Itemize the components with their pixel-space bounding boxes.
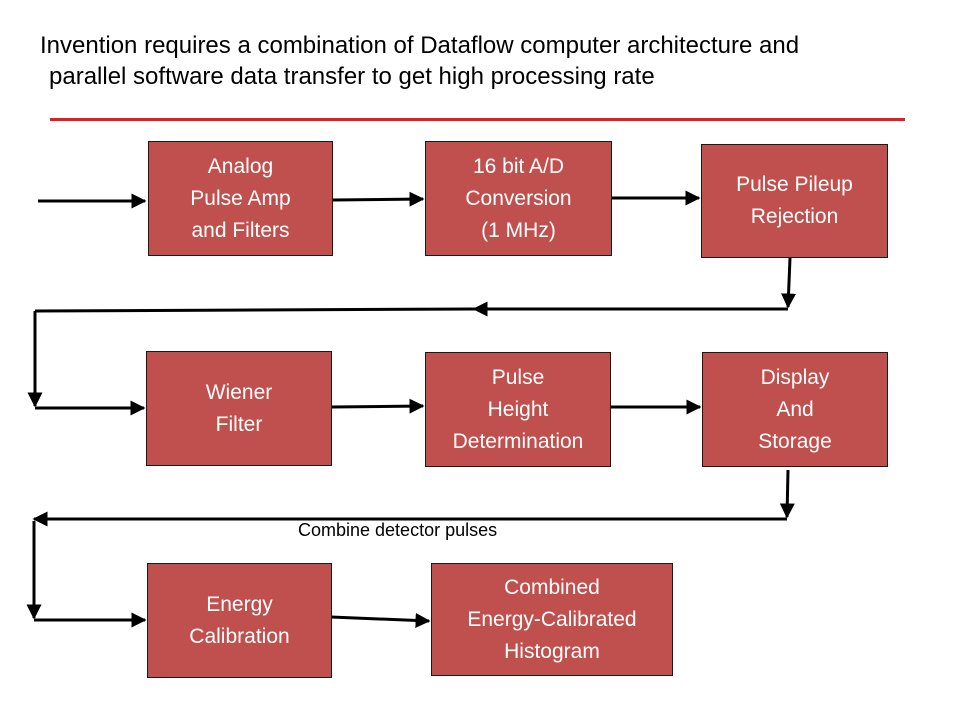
block-analog-amp: Analog Pulse Amp and Filters — [148, 141, 333, 256]
block-text: Pulse Amp — [190, 186, 291, 210]
block-text: Display — [760, 365, 830, 389]
block-text: Pulse — [491, 365, 545, 389]
block-text: Rejection — [750, 205, 839, 228]
block-text: Histogram — [504, 639, 600, 663]
line-return-1b — [34, 307, 475, 313]
block-text: Combined — [504, 575, 600, 599]
arrow-energy-to-histogram — [330, 612, 431, 628]
arrow-wiener-to-height — [331, 398, 425, 414]
block-combined-histogram: Combined Energy-Calibrated Histogram — [431, 563, 673, 676]
block-text: Wiener — [205, 380, 273, 404]
arrow-analog-to-adc — [332, 191, 425, 207]
block-wiener-filter: Wiener Filter — [146, 351, 332, 466]
arrow-display-down — [779, 469, 795, 519]
block-text: and Filters — [191, 218, 290, 242]
slide-title: Invention requires a combination of Data… — [40, 30, 920, 92]
title-divider — [50, 118, 905, 121]
block-pileup-rejection: Pulse Pileup Rejection — [701, 144, 888, 258]
block-text: Energy-Calibrated — [467, 607, 637, 631]
title-line-2: parallel software data transfer to get h… — [49, 63, 655, 90]
block-text: Height — [487, 397, 549, 421]
block-text: Determination — [452, 429, 584, 453]
block-text: Conversion — [465, 186, 572, 210]
block-text: Filter — [215, 412, 263, 436]
combine-caption: Combine detector pulses — [298, 520, 498, 540]
block-text: (1 MHz) — [481, 218, 556, 242]
title-line-1: Invention requires a combination of Data… — [40, 32, 800, 59]
block-ad-conversion: 16 bit A/D Conversion (1 MHz) — [425, 141, 612, 256]
block-text: 16 bit A/D — [472, 154, 565, 178]
arrow-pileup-down — [781, 257, 797, 309]
block-text: And — [776, 397, 814, 421]
block-text: Calibration — [189, 624, 290, 648]
block-energy-calibration: Energy Calibration — [147, 563, 332, 678]
block-text: Energy — [206, 592, 273, 616]
block-pulse-height: Pulse Height Determination — [425, 352, 611, 467]
block-text: Storage — [758, 429, 832, 453]
block-display-storage: Display And Storage — [702, 352, 888, 467]
block-text: Pulse Pileup — [736, 173, 853, 196]
block-text: Analog — [207, 154, 274, 178]
